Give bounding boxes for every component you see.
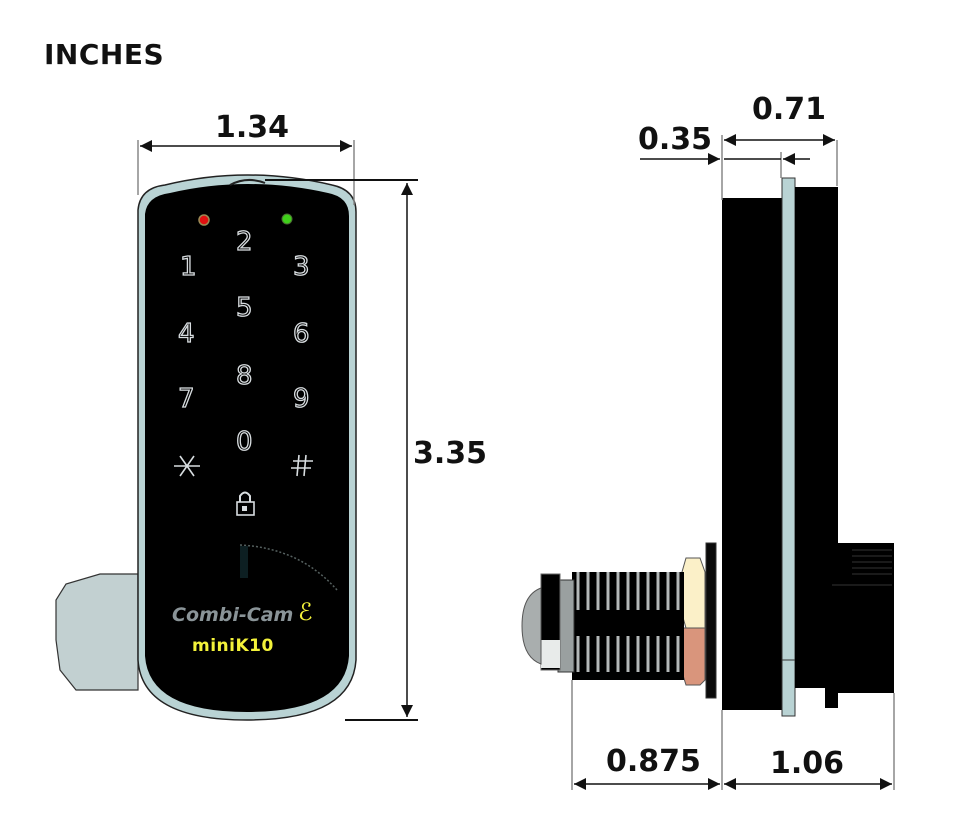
side-front-body <box>795 187 838 708</box>
thread-teeth <box>576 572 680 672</box>
plate-offset-dimension: 0.35 <box>638 122 713 157</box>
side-view <box>521 177 894 717</box>
front-view: 1 2 3 4 5 6 7 8 9 0 <box>55 174 357 721</box>
key-1: 1 <box>180 252 197 282</box>
front-dimension-lines <box>137 140 418 721</box>
units-label: INCHES <box>44 38 165 71</box>
green-led-indicator <box>281 213 293 225</box>
top-depth-dimension: 0.71 <box>752 92 827 127</box>
brand-mark-icon: ℰ <box>298 598 313 626</box>
key-9: 9 <box>293 384 310 414</box>
front-height-dimension: 3.35 <box>413 436 488 471</box>
cylinder-length-dimension: 0.875 <box>606 744 701 779</box>
front-width-dimension: 1.34 <box>215 110 290 145</box>
lock-body-face <box>145 184 349 712</box>
side-dimension-lines <box>571 134 895 790</box>
red-led-indicator <box>198 214 210 226</box>
padlock-icon <box>236 491 255 516</box>
key-7: 7 <box>178 384 195 414</box>
side-cam-block <box>830 543 894 693</box>
key-hash <box>291 454 313 477</box>
hex-nut-top <box>681 557 706 629</box>
cam-tab <box>55 573 139 691</box>
body-depth-dimension: 1.06 <box>770 746 845 781</box>
side-mounting-plate <box>781 177 796 717</box>
key-3: 3 <box>293 252 310 282</box>
brand-label: Combi-Cam <box>172 604 294 626</box>
key-8: 8 <box>236 361 253 391</box>
key-0: 0 <box>236 427 253 457</box>
side-rear-body <box>722 198 782 710</box>
model-label: miniK10 <box>192 636 274 656</box>
key-star <box>174 455 200 477</box>
side-washer <box>705 542 717 699</box>
key-4: 4 <box>178 319 195 349</box>
key-5: 5 <box>236 293 253 323</box>
cylinder-dome <box>521 587 542 665</box>
hex-nut-bottom <box>681 627 706 686</box>
key-6: 6 <box>293 319 310 349</box>
key-2: 2 <box>236 227 253 257</box>
